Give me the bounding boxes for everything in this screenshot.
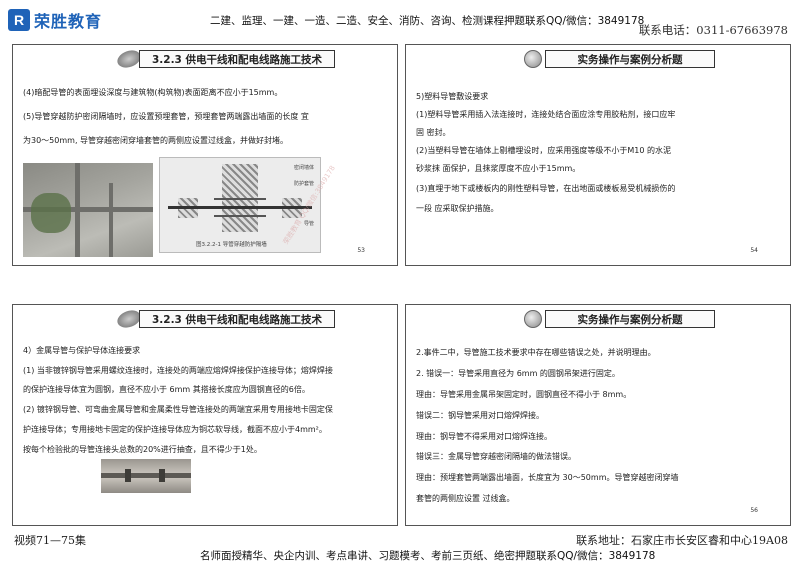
slide-text-line: 护连接导体；专用接地卡固定的保护连接导体应为铜芯软导线，截面不应小于4mm²。: [23, 425, 327, 434]
slide-text-line: 理由：钢导管不得采用对口熔焊连接。: [416, 432, 552, 441]
header-promo-text: 二建、监理、一建、一造、二造、安全、消防、咨询、检测课程押题联系QQ/微信：38…: [210, 15, 645, 27]
slide-title: 实务操作与案例分析题: [545, 310, 715, 328]
page-number: 54: [750, 247, 758, 254]
grounding-clamp-photo: [101, 459, 191, 493]
page-number: 53: [357, 247, 365, 254]
brand-logo: R 荣胜教育: [8, 8, 108, 32]
slide-text-line: 错误三：金属导管穿越密闭隔墙的做法错误。: [416, 452, 576, 461]
slide-text-line: 的保护连接导体宜为圆钢，直径不应小于 6mm 其搭接长度应为圆钢直径的6倍。: [23, 385, 310, 394]
slide-text-line: 2. 错误一：导管采用直径为 6mm 的圆钢吊架进行固定。: [416, 369, 620, 378]
diagram-caption: 图3.2.2-1 导管穿越防护隔墙: [196, 242, 267, 248]
diagram-label: 防护套管: [293, 181, 314, 187]
header-contact-phone: 联系电话：0311-67663978: [638, 23, 788, 37]
slide-text-line: (2)当塑料导管在墙体上剔槽埋设时，应采用强度等级不小于M10 的水泥: [416, 146, 671, 155]
slide-text-line: (1)塑料导管采用插入法连接时，连接处结合面应涂专用胶粘剂，接口应牢: [416, 110, 676, 119]
conduit-wall-photo: [23, 163, 153, 257]
slide-text-line: 理由：导管采用金属吊架固定时，圆钢直径不得小于 8mm。: [416, 390, 632, 399]
slide-text-line: (4)暗配导管的表面埋设深度与建筑物(构筑物)表面距离不应小于15mm。: [23, 88, 283, 97]
slide-title: 3.2.3 供电干线和配电线路施工技术: [139, 50, 335, 68]
slide-title: 3.2.3 供电干线和配电线路施工技术: [139, 310, 335, 328]
diagram-label: 导管: [303, 221, 314, 227]
slide-text-line: 理由：预埋套管两端露出墙面，长度宜为 30～50mm。导管穿越密闭穿墙: [416, 473, 679, 482]
slide-text-line: (5)导管穿越防护密闭隔墙时，应设置预埋套管，预埋套管两端露出墙面的长度 宜: [23, 112, 309, 121]
slide-55: 3.2.3 供电干线和配电线路施工技术 4）金属导管与保护导体连接要求 (1) …: [12, 304, 398, 526]
slide-text-line: 为30～50mm, 导管穿越密闭穿墙套管的两侧应设置过线盒，并做好封堵。: [23, 136, 289, 145]
slide-text-line: 按每个检验批的导管连接头总数的20%进行抽查，且不得少于1处。: [23, 445, 262, 454]
page-number: 56: [750, 507, 758, 514]
slide-56: 实务操作与案例分析题 2.事件二中，导管施工技术要求中存在哪些错误之处，并说明理…: [405, 304, 791, 526]
wall-penetration-diagram: 密闭墙体 防护套管 导管 图3.2.2-1 导管穿越防护隔墙: [159, 157, 321, 253]
slide-53: 3.2.3 供电干线和配电线路施工技术 (4)暗配导管的表面埋设深度与建筑物(构…: [12, 44, 398, 266]
slide-text-line: 2.事件二中，导管施工技术要求中存在哪些错误之处，并说明理由。: [416, 348, 656, 357]
footer-promo-text: 名师面授精华、央企内训、考点串讲、习题模考、考前三页纸、绝密押题联系QQ/微信：…: [200, 550, 656, 562]
footer-video-range: 视频71—75集: [14, 534, 86, 547]
footer-address: 联系地址：石家庄市长安区睿和中心19A08: [576, 534, 788, 547]
slide-54: 实务操作与案例分析题 5)塑料导管敷设要求 (1)塑料导管采用插入法连接时，连接…: [405, 44, 791, 266]
slide-title: 实务操作与案例分析题: [545, 50, 715, 68]
diagram-label: 密闭墙体: [293, 165, 314, 171]
slide-text-line: (2) 镀锌钢导管、可弯曲金属导管和金属柔性导管连接处的两端宜采用专用接地卡固定…: [23, 405, 333, 414]
slide-text-line: 4）金属导管与保护导体连接要求: [23, 346, 141, 355]
slide-text-line: 固 密封。: [416, 128, 451, 137]
slide-text-line: 砂浆抹 面保护，且抹浆厚度不应小于15mm。: [416, 164, 581, 173]
slide-text-line: (1) 当非镀锌钢导管采用螺纹连接时，连接处的两端应熔焊焊接保护连接导体；熔焊焊…: [23, 366, 333, 375]
logo-mark-icon: R: [8, 9, 30, 31]
logo-text: 荣胜教育: [34, 12, 103, 31]
slide-text-line: 5)塑料导管敷设要求: [416, 92, 489, 101]
slide-text-line: 套管的两侧应设置 过线盒。: [416, 494, 515, 503]
slide-text-line: (3)直埋于地下或楼板内的刚性塑料导管，在出地面或楼板易受机械损伤的: [416, 184, 676, 193]
slide-text-line: 错误二：钢导管采用对口熔焊焊接。: [416, 411, 544, 420]
lightbulb-icon: [524, 310, 542, 328]
lightbulb-icon: [524, 50, 542, 68]
slide-text-line: 一段 应采取保护措施。: [416, 204, 499, 213]
